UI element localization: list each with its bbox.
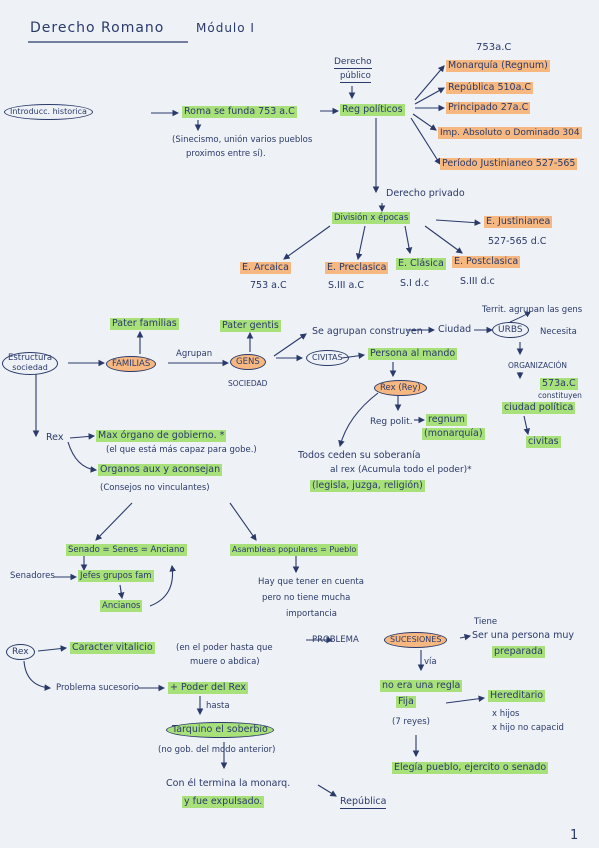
no-era-regla: no era una regla (380, 680, 463, 692)
senadores: Senadores (10, 571, 55, 581)
intro-label: Introducc. historica (4, 104, 93, 120)
ser-line2: preparada (492, 646, 546, 658)
ciudad-politica: ciudad política (502, 402, 576, 414)
organos-aux: Organos aux y aconsejan (98, 464, 223, 476)
rex-bottom-node: Rex (6, 644, 35, 660)
territ-label: Territ. agrupan las gens (482, 305, 583, 315)
reg-politicos: Reg políticos (340, 104, 405, 116)
division-epocas: División x épocas (332, 212, 411, 224)
date-573: 573a.C (540, 378, 578, 390)
familias-node: Familias (106, 356, 157, 372)
republica-label: República (340, 796, 387, 809)
regime-monarquia: Monarquía (Regnum) (446, 60, 550, 72)
epoch-clasica-date: S.I d.c (400, 278, 430, 289)
hay-line1: Hay que tener en cuenta (258, 577, 364, 587)
epoch-preclasica: E. Preclasica (325, 262, 389, 274)
ancianos: Ancianos (100, 600, 143, 612)
ceden-line1: Todos ceden su soberanía (298, 450, 421, 461)
tiene-label: Tiene (474, 617, 498, 627)
epoch-preclasica-date: S.III a.C (328, 280, 364, 291)
page-number: 1 (570, 828, 579, 843)
civitas-2: civitas (526, 436, 561, 448)
epoch-arcaica: E. Arcaica (240, 262, 291, 274)
hay-line3: importancia (286, 609, 337, 619)
gens-node: Gens (230, 354, 266, 370)
estructura-label: Estructura (8, 353, 53, 363)
sociedad-small: Sociedad (228, 379, 268, 388)
senado: Senado = Senes = Anciano (66, 544, 187, 556)
derecho-publico-1: Derecho (334, 57, 372, 69)
epoch-postclasica: E. Postclasica (452, 256, 521, 268)
problema-label: Problema (312, 635, 359, 645)
monarquia-date: 753a.C (476, 42, 512, 53)
organizacion-label: Organización (508, 361, 567, 370)
ser-line1: Ser una persona muy (472, 630, 574, 641)
constituyen-label: constituyen (538, 391, 582, 400)
pater-gentis: Pater gentis (220, 320, 281, 332)
organos-note: (Consejos no vinculantes) (100, 483, 210, 493)
page-title: Derecho Romano (30, 20, 165, 36)
sociedad-label: sociedad (12, 363, 48, 372)
rex-rey-node: Rex (Rey) (374, 380, 427, 396)
ciudad-label: Ciudad (438, 324, 472, 335)
via-label: vía (424, 657, 437, 667)
derecho-privado: Derecho privado (386, 188, 465, 199)
urbs-node: Urbs (492, 322, 529, 338)
jefes-grupos: Jefes grupos fam (78, 570, 154, 582)
regime-imperio: Imp. Absoluto o Dominado 304 (438, 127, 582, 139)
regnum-label: regnum (426, 414, 467, 426)
hereditario: Hereditario (488, 690, 546, 702)
con-el-line1: Con él termina la monarq. (166, 778, 291, 789)
ceden-line2: al rex (Acumula todo el poder)* (330, 465, 472, 475)
sucesiones-node: Sucesiones (384, 632, 448, 648)
reg-polit: Reg polit. (370, 417, 413, 427)
derecho-publico-2: público (340, 71, 371, 83)
roma-fundacion: Roma se funda 753 a.C (182, 106, 297, 118)
pater-familias: Pater familias (110, 318, 179, 330)
caracter-vitalicio: Caracter vitalicio (70, 642, 155, 654)
elegia-label: Elegía pueblo, ejercito o senado (392, 762, 549, 774)
epoch-clasica: E. Clásica (396, 258, 446, 270)
epoch-arcaica-date: 753 a.C (250, 280, 287, 291)
max-organo: Max órgano de gobierno. * (96, 430, 227, 442)
asambleas-populares: Asambleas populares = Pueblo (230, 544, 359, 556)
se-agrupan: Se agrupan construyen (312, 326, 423, 337)
tarquino-node: Tarquino el soberbio (166, 722, 274, 738)
civitas-node: Civitas (306, 350, 349, 366)
epoch-postclasica-date: S.III d.c (460, 276, 495, 287)
estructura-sociedad: Estructura sociedad (2, 352, 59, 375)
caracter-note2: muere o abdica) (190, 657, 260, 667)
necesita-label: Necesita (540, 327, 577, 337)
no-gob-note: (no gob. del modo anterior) (158, 745, 276, 755)
agrupan-label: Agrupan (176, 349, 213, 359)
max-organo-note: (el que está más capaz para gobe.) (106, 445, 257, 455)
regime-principado: Principado 27a.C (446, 102, 531, 114)
x-hijo-no: x hijo no capacid (492, 723, 564, 733)
module-label: Módulo I (196, 21, 255, 35)
epoch-justinianea: E. Justinianea (484, 216, 553, 228)
regime-republica: República 510a.C (446, 82, 534, 94)
ceden-line3: (legisla, juzga, religión) (310, 480, 425, 492)
persona-mando: Persona al mando (368, 348, 458, 360)
mas-poder-rex: + Poder del Rex (168, 682, 248, 694)
hasta-label: hasta (206, 701, 230, 711)
hay-line2: pero no tiene mucha (262, 593, 351, 603)
x-hijos: x hijos (492, 709, 520, 719)
regime-justinianeo: Período Justinianeo 527-565 (440, 158, 578, 170)
rex-label: Rex (46, 432, 64, 443)
caracter-note1: (en el poder hasta que (176, 643, 273, 653)
epoch-justinianea-date: 527-565 d.C (488, 236, 547, 247)
fija-label: Fija (396, 696, 416, 708)
siete-reyes: (7 reyes) (392, 717, 430, 727)
sinecismo-line1: (Sinecismo, unión varios pueblos (172, 135, 313, 145)
monarquia-label: (monarquía) (422, 428, 485, 440)
sinecismo-line2: proximos entre sí). (186, 149, 266, 159)
con-el-line2: y fue expulsado. (182, 796, 265, 808)
problema-sucesorio: Problema sucesorio (56, 683, 140, 693)
